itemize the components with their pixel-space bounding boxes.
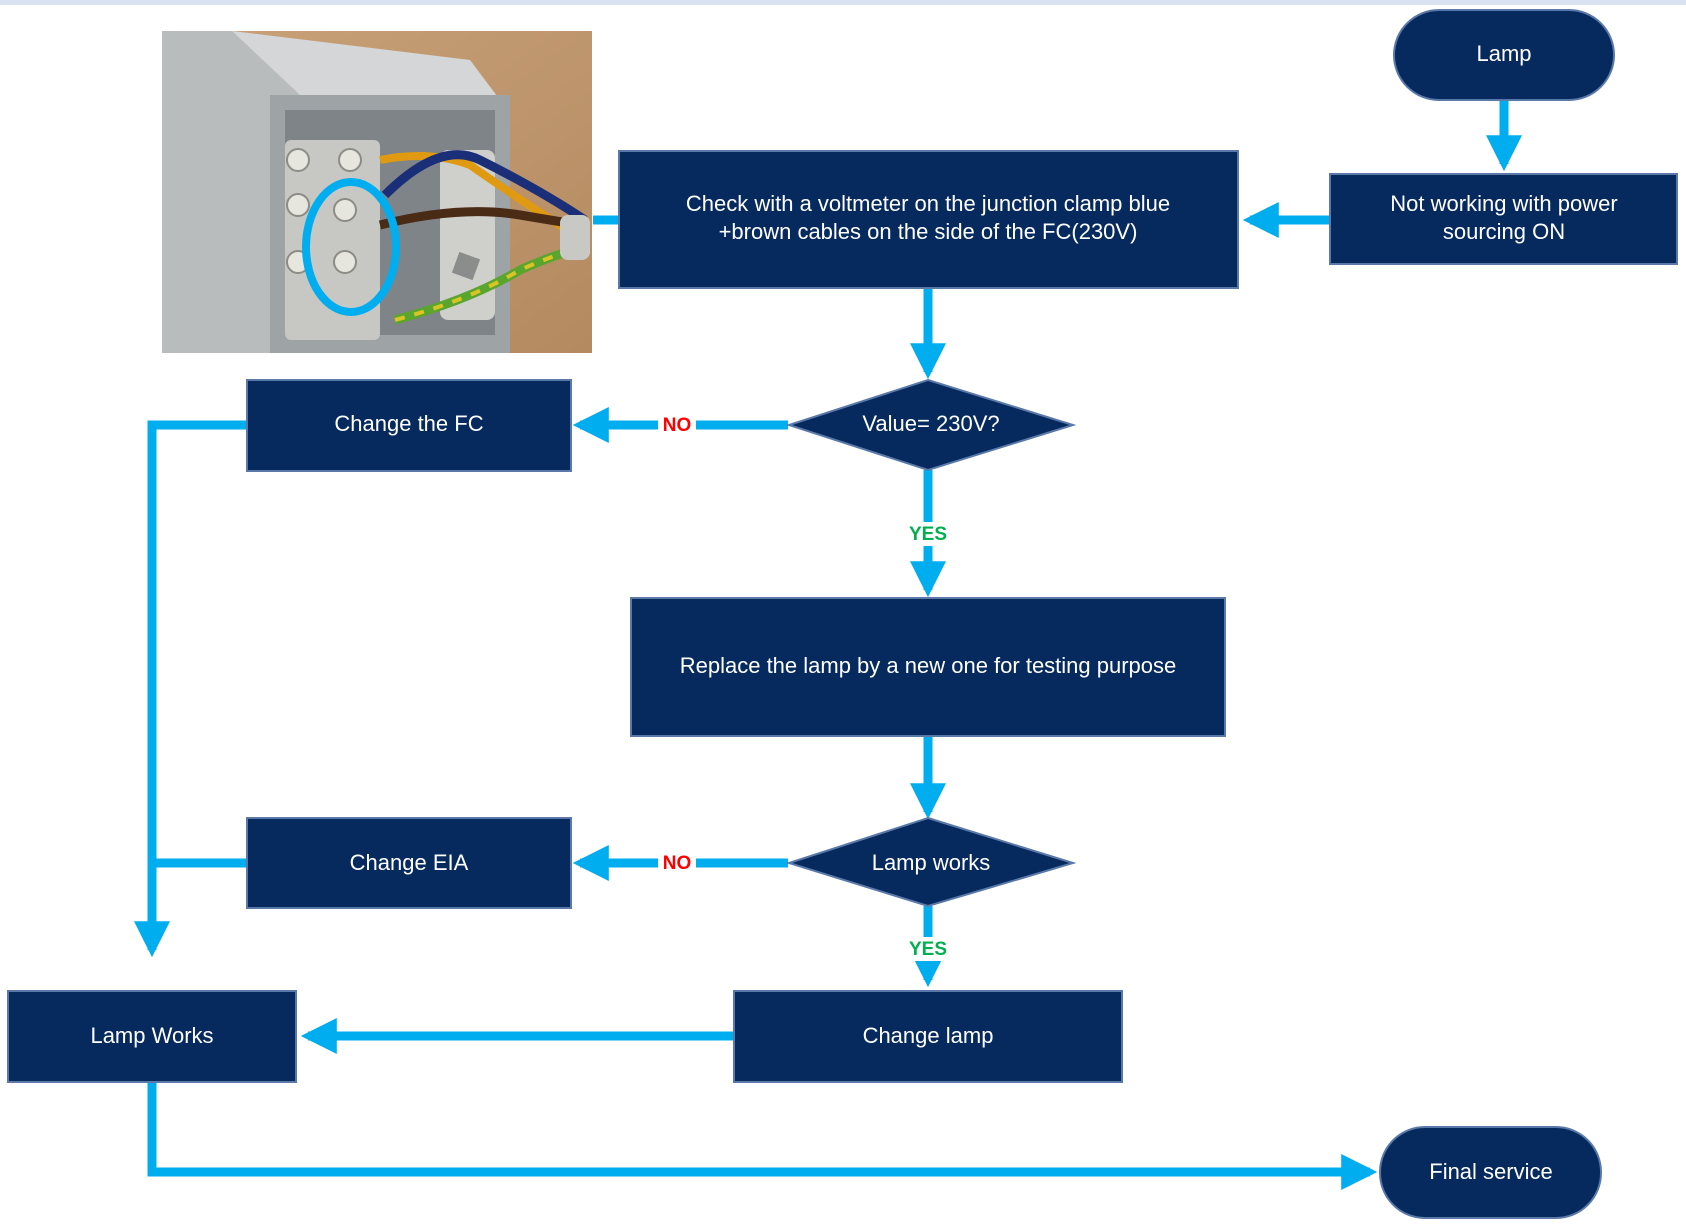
highlight-circle	[302, 178, 400, 316]
node-change-lamp-label: Change lamp	[863, 1023, 994, 1048]
node-change-lamp: Change lamp	[733, 990, 1123, 1083]
node-final-service-label: Final service	[1429, 1159, 1552, 1184]
node-not-working-line2: sourcing ON	[1443, 219, 1565, 244]
node-replace-lamp: Replace the lamp by a new one for testin…	[630, 597, 1226, 737]
svg-text:NO: NO	[663, 853, 692, 874]
node-start: Lamp	[1393, 9, 1615, 101]
svg-text:NO: NO	[663, 415, 692, 436]
node-change-eia: Change EIA	[246, 817, 572, 909]
decision-lamp-works-label: Lamp works	[872, 850, 991, 875]
edge-label-no-2: NO	[658, 851, 696, 875]
edge-label-no-1: NO	[658, 413, 696, 437]
node-start-label: Lamp	[1476, 41, 1531, 66]
line-changefc-to-lampworks	[134, 420, 250, 958]
node-change-fc-label: Change the FC	[334, 411, 483, 436]
node-check-voltmeter: Check with a voltmeter on the junction c…	[618, 150, 1239, 289]
node-check-voltmeter-line2: +brown cables on the side of the FC(230V…	[719, 219, 1138, 244]
node-change-eia-label: Change EIA	[350, 850, 469, 875]
arrow-lampworks-to-finalservice	[147, 1080, 1378, 1190]
node-check-voltmeter-line1: Check with a voltmeter on the junction c…	[686, 191, 1170, 216]
svg-text:YES: YES	[909, 939, 947, 960]
node-replace-lamp-label: Replace the lamp by a new one for testin…	[680, 653, 1177, 678]
node-lamp-works-label: Lamp Works	[90, 1023, 213, 1048]
edge-label-yes-1: YES	[902, 522, 954, 546]
node-final-service: Final service	[1379, 1126, 1602, 1219]
node-change-fc: Change the FC	[246, 379, 572, 472]
node-not-working: Not working with power sourcing ON	[1329, 173, 1678, 265]
svg-text:YES: YES	[909, 524, 947, 545]
decision-value-230v: Value= 230V?	[785, 378, 1077, 472]
top-band	[0, 0, 1686, 5]
edge-label-yes-2: YES	[902, 937, 954, 961]
decision-lamp-works: Lamp works	[785, 816, 1077, 908]
node-lamp-works: Lamp Works	[7, 990, 297, 1083]
junction-box-photo	[162, 31, 592, 353]
node-not-working-line1: Not working with power	[1390, 191, 1617, 216]
decision-value-label: Value= 230V?	[862, 411, 999, 436]
